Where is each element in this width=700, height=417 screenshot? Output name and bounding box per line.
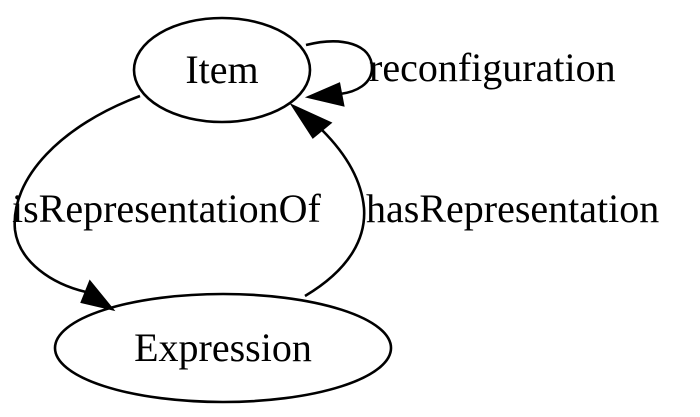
edge-is-representation-of-line	[13, 94, 141, 294]
node-item-ellipse	[132, 16, 312, 124]
node-expression-label: Expression	[134, 325, 312, 370]
edge-has-representation-line	[304, 129, 366, 298]
edge-reconfiguration: reconfiguration	[304, 40, 616, 107]
edge-reconfiguration-line	[305, 40, 374, 96]
edge-is-representation-of: isRepresentationOf	[12, 94, 321, 312]
edge-has-representation: hasRepresentation	[289, 102, 659, 298]
node-item-label: Item	[185, 47, 258, 92]
edge-is-representation-of-label: isRepresentationOf	[12, 186, 321, 231]
node-item: Item	[132, 16, 312, 124]
edge-has-representation-arrowhead	[289, 102, 333, 139]
edge-reconfiguration-arrowhead	[304, 82, 345, 107]
edge-is-representation-of-arrowhead	[80, 279, 116, 312]
edge-reconfiguration-label: reconfiguration	[369, 45, 616, 90]
node-expression-ellipse	[53, 292, 393, 404]
edge-has-representation-label: hasRepresentation	[366, 186, 659, 231]
node-expression: Expression	[53, 292, 393, 404]
